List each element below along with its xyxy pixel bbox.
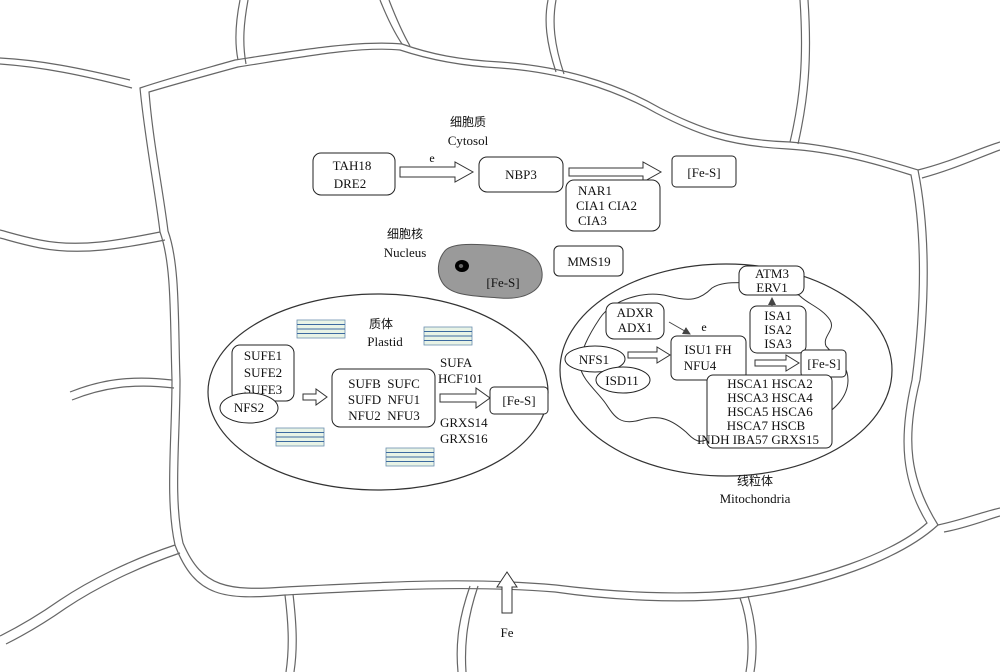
isa-box — [749, 305, 807, 354]
nbp3-to-fes-arrow — [568, 161, 663, 183]
plastid-fes-label: [Fe-S] — [502, 393, 535, 408]
nucleus-fes-label: [Fe-S] — [486, 275, 519, 290]
nucleus-label-zh: 细胞核 — [387, 227, 423, 241]
plastid: 质体 Plastid SUFE1 SUFE2 SUFE3 NFS2 SUFB S… — [207, 293, 549, 491]
sufe1-label: SUFE1 — [244, 348, 282, 363]
cia1-cia2-label: CIA1 CIA2 — [576, 198, 637, 213]
nbp3-box — [478, 156, 564, 193]
nbp3-label: NBP3 — [505, 167, 537, 182]
plastid-fes-box — [489, 386, 549, 415]
plastid-label-en: Plastid — [367, 334, 403, 349]
hsca1-hsca2-label: HSCA1 HSCA2 — [727, 376, 813, 391]
nfs2-node — [219, 392, 279, 424]
isd11-node — [595, 366, 651, 394]
hsc-box — [706, 374, 833, 449]
cytosol-fes-label: [Fe-S] — [687, 165, 720, 180]
isu1-fh-label: ISU1 FH — [684, 342, 731, 357]
nar1-label: NAR1 — [578, 183, 612, 198]
suf-to-fes-arrow — [439, 387, 491, 409]
hcf101-label: HCF101 — [438, 371, 483, 386]
adx1-label: ADX1 — [618, 320, 653, 335]
cia3-label: CIA3 — [578, 213, 607, 228]
cytosol-fes-box — [671, 155, 737, 188]
sufd-nfu1-label: SUFD NFU1 — [348, 392, 420, 407]
mitochondria-label-en: Mitochondria — [720, 491, 791, 506]
tah18-to-nbp3-arrow — [399, 161, 475, 183]
erv1-label: ERV1 — [756, 280, 787, 295]
nfu4-label: NFU4 — [684, 358, 717, 373]
nucleus: [Fe-S] — [437, 243, 543, 299]
iron-uptake-arrow — [496, 571, 518, 614]
sufe-to-suf-arrow — [302, 388, 328, 406]
cell-wall-inner — [148, 48, 928, 594]
atm3-erv1-box — [738, 265, 805, 296]
plastid-label-zh: 质体 — [369, 317, 393, 331]
nucleus-shape — [437, 243, 543, 299]
dre2-label: DRE2 — [334, 176, 367, 191]
cytosol-electron-label: e — [429, 151, 434, 165]
cytosol-pathway: TAH18 DRE2 e NBP3 [Fe-S] NAR1 CIA1 CIA2 … — [312, 151, 737, 277]
nfs1-label: NFS1 — [579, 352, 609, 367]
mms19-box — [553, 245, 624, 277]
sufe2-label: SUFE2 — [244, 365, 282, 380]
thylakoid-stack — [296, 319, 346, 339]
indh-iba57-grxs15-label: INDH IBA57 GRXS15 — [697, 432, 819, 447]
adx-to-isu-arrow — [668, 321, 691, 335]
isa2-label: ISA2 — [764, 322, 791, 337]
tah18-label: TAH18 — [333, 158, 372, 173]
adx-box — [605, 302, 665, 340]
cia-box — [565, 179, 661, 232]
hsca3-hsca4-label: HSCA3 HSCA4 — [727, 390, 813, 405]
nfs1-to-isu-arrow — [627, 346, 671, 364]
adxr-label: ADXR — [617, 305, 654, 320]
grxs16-label: GRXS16 — [440, 431, 488, 446]
atm3-label: ATM3 — [755, 266, 789, 281]
cell-wall-outer — [139, 42, 939, 602]
tah18-dre2-box — [312, 152, 396, 196]
thylakoid-stack — [423, 326, 473, 346]
mitochondria-label-zh: 线粒体 — [737, 473, 773, 488]
mito-electron-label: e — [701, 320, 706, 334]
nucleus-label-en: Nucleus — [384, 245, 427, 260]
mitochondrion: ATM3 ERV1 ISA1 ISA2 ISA3 ADXR ADX1 e NFS… — [559, 263, 893, 506]
cytosol-label: 细胞质 Cytosol — [448, 115, 489, 148]
thylakoid-stack — [385, 447, 435, 467]
cytosol-label-zh: 细胞质 — [450, 115, 486, 129]
nfu2-nfu3-label: NFU2 NFU3 — [348, 408, 420, 423]
isd11-label: ISD11 — [605, 373, 638, 388]
nucleus-label: 细胞核 Nucleus — [384, 227, 427, 260]
mms19-label: MMS19 — [567, 254, 610, 269]
grxs14-label: GRXS14 — [440, 415, 488, 430]
mito-fes-label: [Fe-S] — [807, 356, 840, 371]
hsca7-hscb-label: HSCA7 HSCB — [727, 418, 806, 433]
mitochondrion-outer-membrane — [559, 263, 893, 477]
sufb-sufc-label: SUFB SUFC — [348, 376, 420, 391]
hsca5-hsca6-label: HSCA5 HSCA6 — [727, 404, 813, 419]
suf-complex-box — [331, 368, 436, 428]
isa3-label: ISA3 — [764, 336, 791, 351]
sufa-label: SUFA — [440, 355, 473, 370]
nfs2-label: NFS2 — [234, 400, 264, 415]
iron-uptake: Fe — [496, 571, 518, 640]
cytosol-label-en: Cytosol — [448, 133, 489, 148]
iron-label: Fe — [501, 625, 514, 640]
nfs1-node — [564, 345, 626, 373]
thylakoid-stack — [275, 427, 325, 447]
isu-to-fes-arrow — [754, 354, 800, 372]
isa1-label: ISA1 — [764, 308, 791, 323]
